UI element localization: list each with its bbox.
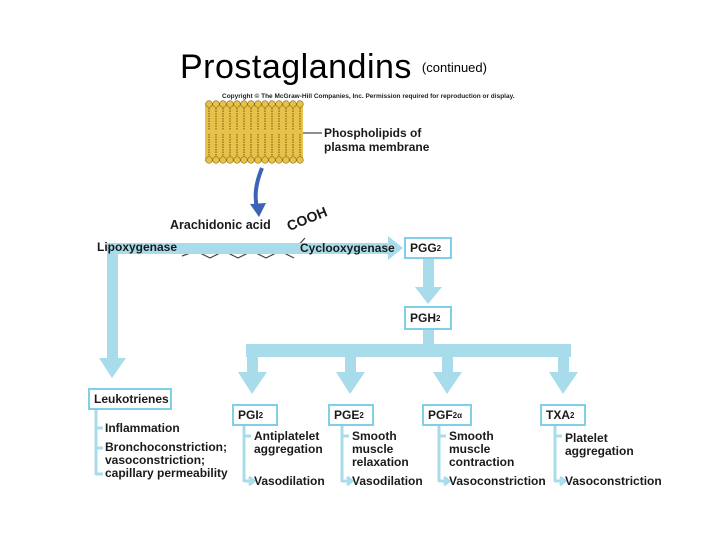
title-note: (continued) xyxy=(421,60,487,75)
pge2-effect-line-2: muscle xyxy=(352,442,394,456)
leukotrienes-effect-bracket xyxy=(94,410,103,476)
leukotrienes-effect-4: capillary permeability xyxy=(105,466,228,480)
pgf2a-effect-line-3: contraction xyxy=(449,455,515,469)
phospholipid-membrane-illustration xyxy=(205,100,304,164)
arrow-pgg2-to-pgh2-head xyxy=(415,287,442,304)
txa2-effect-line-2: aggregation xyxy=(565,444,634,458)
pge2-effect-line-1: Smooth xyxy=(352,429,397,443)
arrow-to-leukotrienes-head xyxy=(99,358,126,378)
pgi2-effect-line-2: aggregation xyxy=(254,442,323,456)
leukotrienes-box: Leukotrienes xyxy=(88,388,172,410)
pgi2-effect-line-1: Antiplatelet xyxy=(254,429,320,443)
arrow-to-pgg2 xyxy=(180,243,390,254)
arachidonic-acid-label: Arachidonic acid xyxy=(170,218,271,232)
membrane-tails xyxy=(208,108,301,156)
copyright-notice: Copyright © The McGraw-Hill Companies, I… xyxy=(222,93,515,100)
leukotrienes-effect-3: vasoconstriction; xyxy=(105,453,206,467)
distribution-bar xyxy=(246,344,571,357)
pgi2-vascular-effect: Vasodilation xyxy=(254,474,325,488)
pge2-vascular-effect: Vasodilation xyxy=(352,474,423,488)
txa2-vascular-effect: Vasoconstriction xyxy=(565,474,662,488)
membrane-heads-top xyxy=(205,100,304,108)
pgf2a-effect-line-2: muscle xyxy=(449,442,491,456)
arrow-to-pgg2-head xyxy=(388,236,403,260)
curved-arrow-head xyxy=(250,203,266,217)
membrane-body xyxy=(205,103,303,161)
product-arrows xyxy=(238,356,578,394)
lipoxygenase-label: Lipoxygenase xyxy=(97,240,178,254)
arrow-pgh2-down xyxy=(423,330,434,346)
product-effect-brackets xyxy=(242,426,568,487)
txa2-effect-line-1: Platelet xyxy=(565,431,608,445)
membrane-label-line-1: Phospholipids of xyxy=(324,126,422,140)
pge2-effect-line-3: relaxation xyxy=(352,455,409,469)
cyclooxygenase-label: Cyclooxygenase xyxy=(300,241,395,255)
membrane-label-line-2: plasma membrane xyxy=(324,140,430,154)
pgf2a-vascular-effect: Vasoconstriction xyxy=(449,474,546,488)
membrane-heads-bottom xyxy=(205,156,304,164)
page-title: Prostaglandins(continued) xyxy=(180,48,487,86)
arrow-pgg2-to-pgh2 xyxy=(423,259,434,289)
arrow-lipoxygenase-vertical xyxy=(107,243,118,360)
pgf2a-effect-line-1: Smooth xyxy=(449,429,494,443)
leukotrienes-effect-2: Bronchoconstriction; xyxy=(105,440,227,454)
leukotrienes-effect-1: Inflammation xyxy=(105,421,180,435)
arrow-lipoxygenase-horizontal xyxy=(112,243,182,254)
